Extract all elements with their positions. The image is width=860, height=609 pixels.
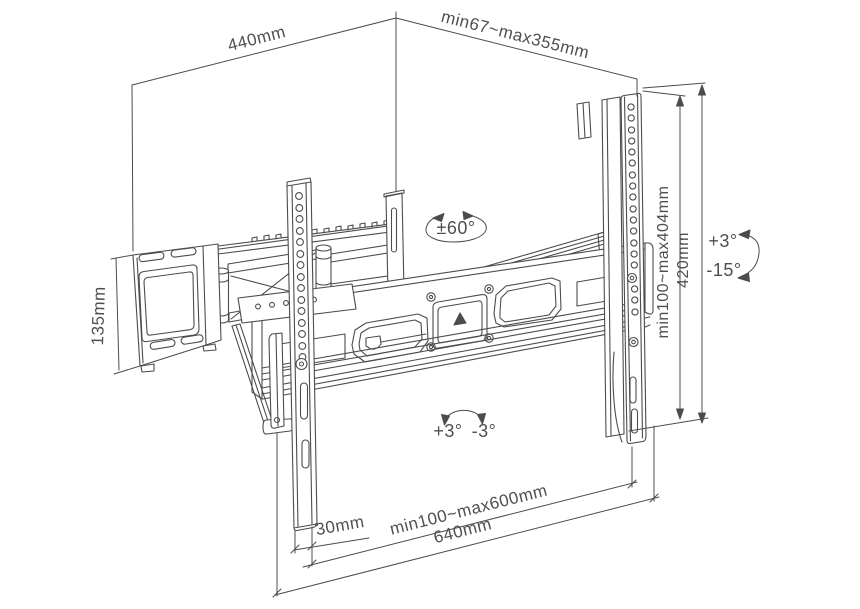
label-plate-height: 135mm bbox=[88, 286, 109, 346]
dimension-bracket-height bbox=[628, 84, 709, 432]
rail-opening-center bbox=[432, 293, 488, 349]
rail-screws bbox=[426, 284, 494, 352]
label-level-right: -3° bbox=[472, 421, 497, 441]
label-level-left: +3° bbox=[433, 421, 462, 441]
label-tilt-down: -15° bbox=[706, 260, 741, 280]
label-swivel-range: ±60° bbox=[436, 218, 475, 238]
tilt-arrow bbox=[737, 229, 760, 282]
rail-opening-left bbox=[351, 313, 429, 363]
dimension-vesa-horizontal bbox=[302, 479, 638, 569]
label-rail-offset: 30mm bbox=[314, 512, 366, 539]
label-bracket-height: 420mm bbox=[675, 232, 692, 288]
dimension-top-width bbox=[131, 11, 397, 252]
dimension-rail-offset bbox=[290, 537, 370, 554]
swivel-arrow bbox=[425, 211, 487, 243]
dimension-vesa-vertical bbox=[642, 82, 706, 420]
rail-opening-right bbox=[493, 277, 562, 328]
dimension-extension-depth bbox=[395, 17, 638, 97]
label-top-width: 440mm bbox=[226, 22, 288, 55]
vesa-rail-right bbox=[576, 92, 647, 445]
label-tilt-up: +3° bbox=[708, 231, 737, 251]
level-arrow bbox=[441, 409, 486, 426]
dimension-lines bbox=[110, 11, 760, 598]
vesa-rail-left bbox=[268, 177, 318, 532]
dimension-plate-height bbox=[110, 254, 141, 375]
up-arrow-icon bbox=[453, 312, 467, 326]
wall-plate bbox=[132, 243, 222, 373]
swivel-cylinder-elbow bbox=[315, 244, 332, 293]
dimension-bracket-width bbox=[272, 493, 660, 598]
label-vesa-vertical: min100~max404mm bbox=[655, 186, 672, 339]
